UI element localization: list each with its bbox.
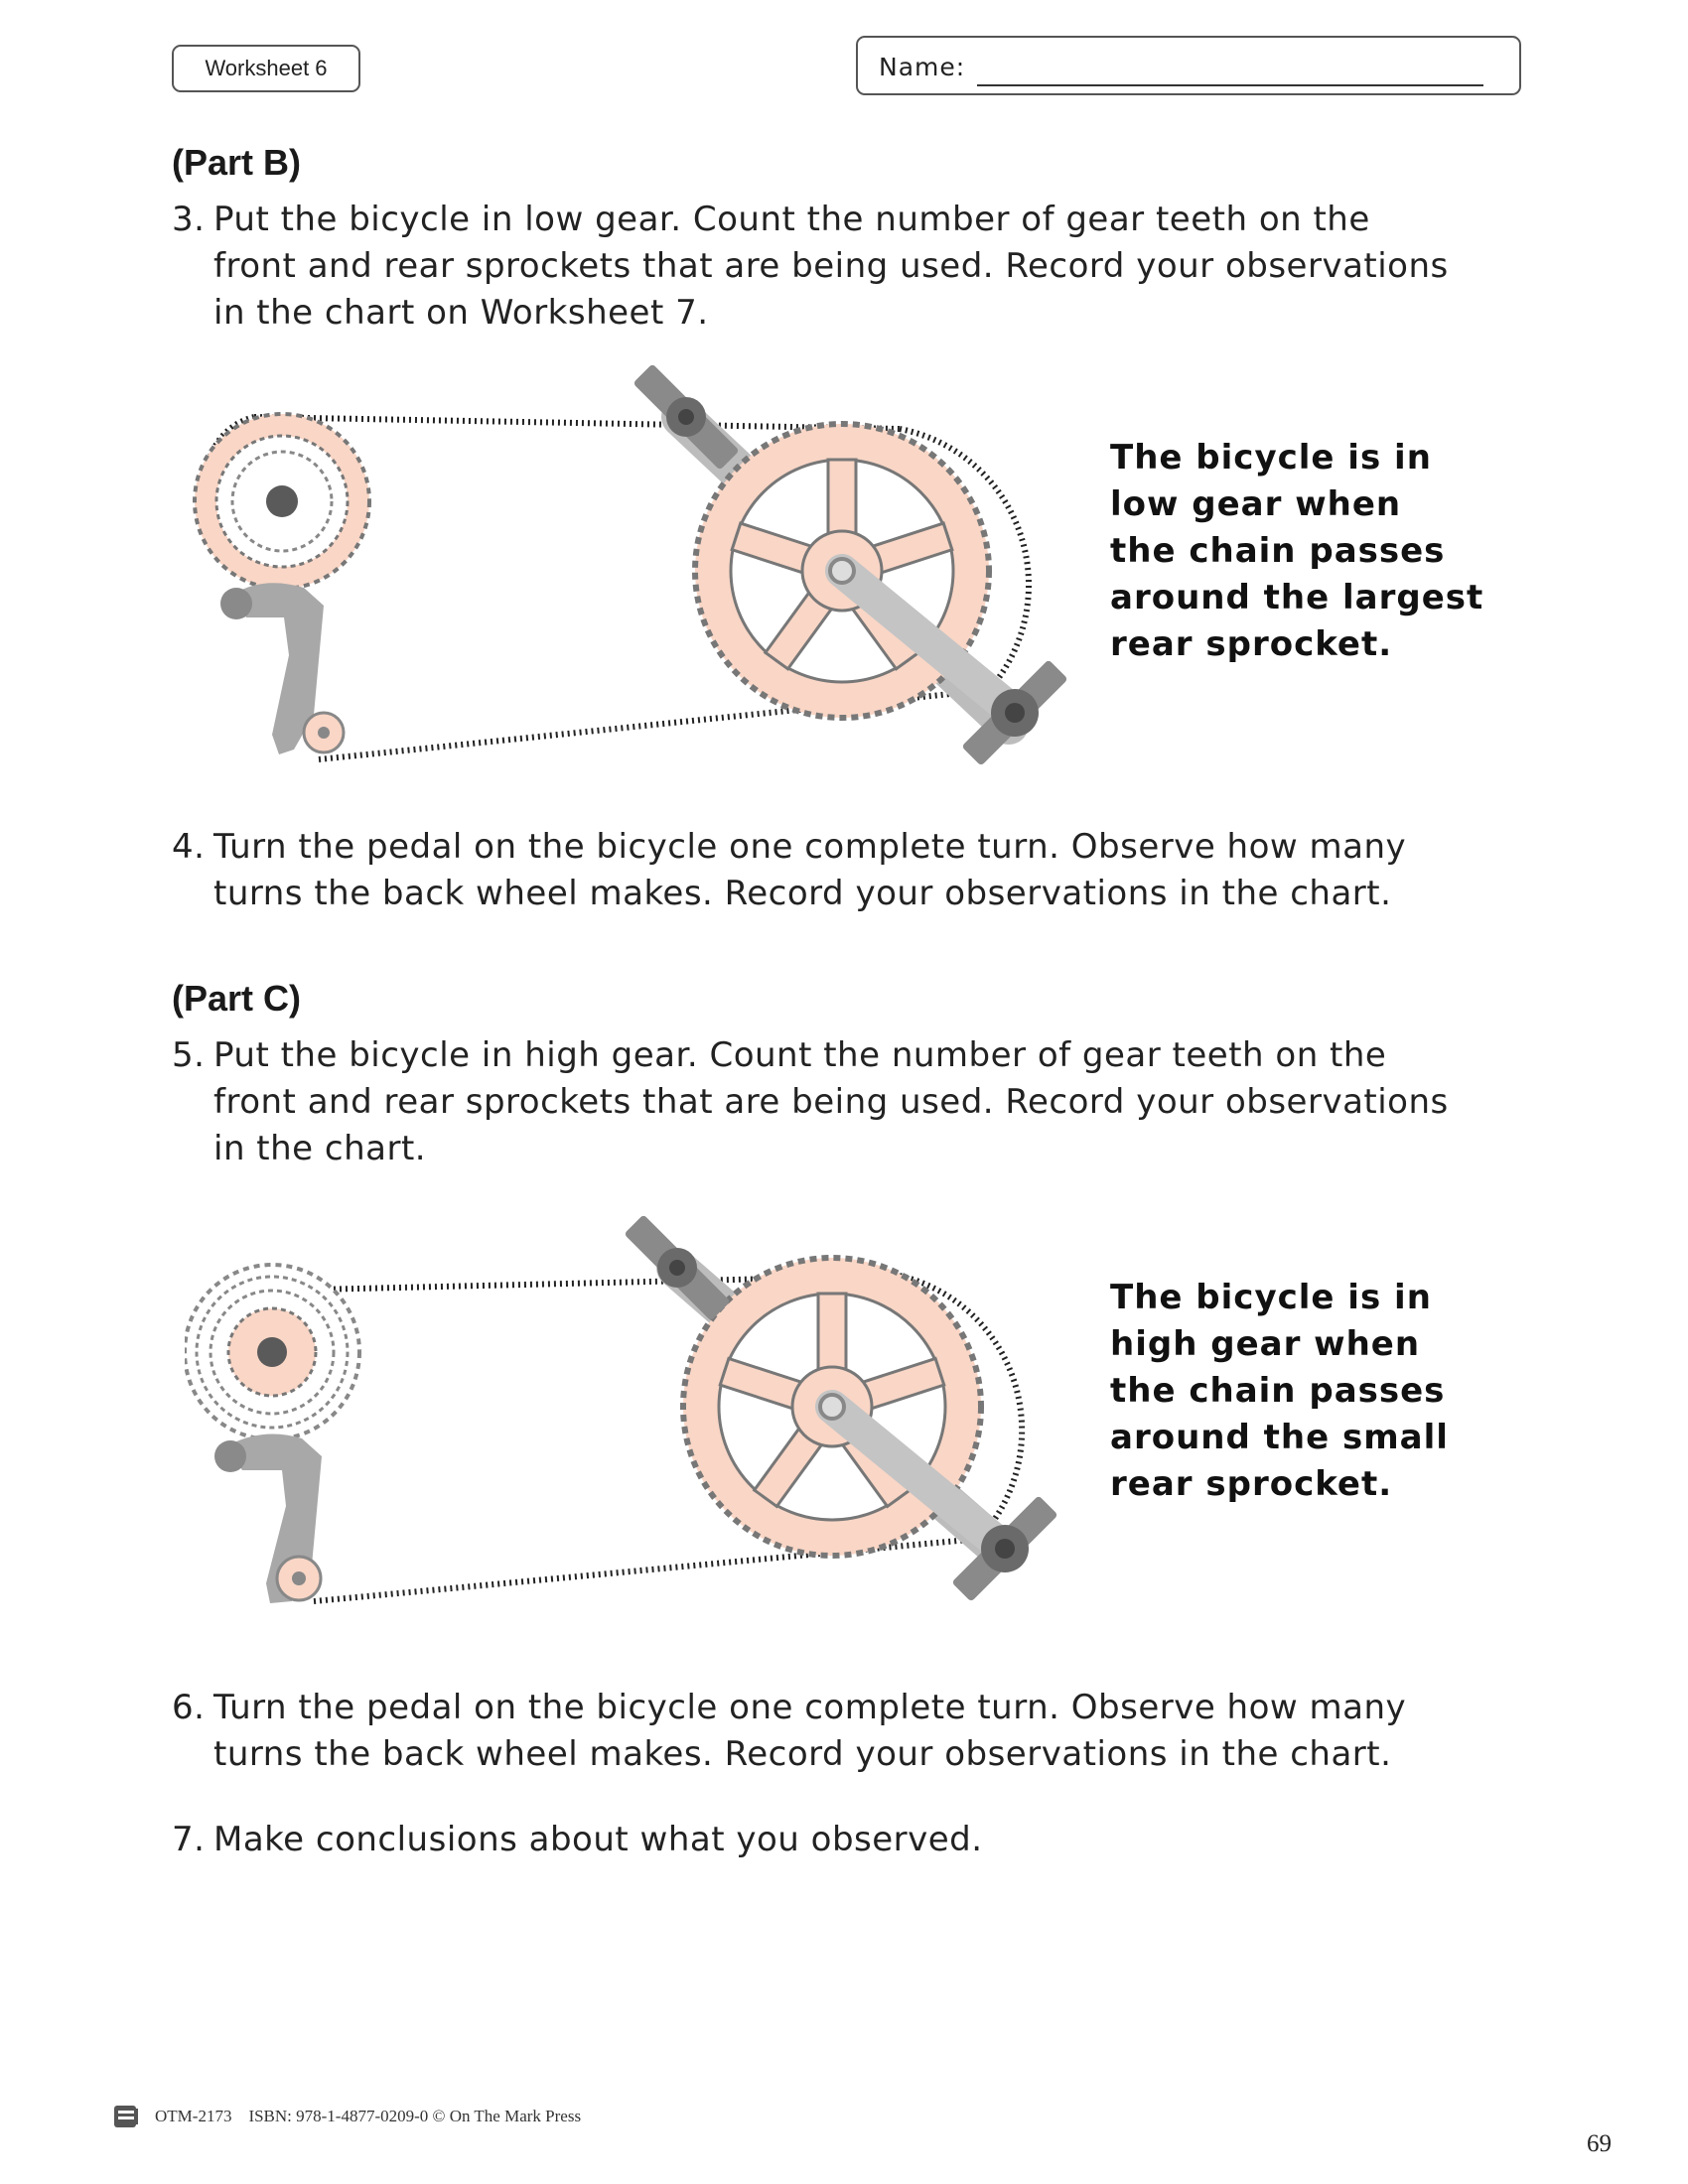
- crank-arm: [815, 1390, 1022, 1566]
- step-4-line-1: Turn the pedal on the bicycle one comple…: [213, 827, 1407, 867]
- page-number: 69: [1587, 2130, 1612, 2157]
- high-gear-note-line-3: the chain passes: [1110, 1371, 1446, 1411]
- step-4-line-2: turns the back wheel makes. Record your …: [213, 874, 1392, 913]
- chain-front-wrap: [899, 426, 1033, 692]
- high-gear-note-line-1: The bicycle is in: [1110, 1278, 1432, 1317]
- rear-sprocket: [193, 412, 371, 591]
- high-gear-note-line-4: around the small: [1110, 1418, 1449, 1457]
- step-3-number: 3.: [172, 200, 206, 239]
- high-gear-note: The bicycle is in high gear when the cha…: [1110, 1275, 1507, 1508]
- derailleur: [234, 583, 324, 754]
- footer-credit: OTM-2173 ISBN: 978-1-4877-0209-0 © On Th…: [155, 2107, 582, 2125]
- high-gear-illustration: [185, 1215, 1057, 1604]
- pedal-bottom: [962, 660, 1067, 765]
- step-4-number: 4.: [172, 827, 206, 867]
- step-7-number: 7.: [172, 1820, 206, 1859]
- step-7-line-1: Make conclusions about what you observed…: [213, 1820, 983, 1859]
- step-5-line-1: Put the bicycle in high gear. Count the …: [213, 1035, 1387, 1075]
- part-b-heading: (Part B): [172, 142, 302, 183]
- low-gear-note: The bicycle is in low gear when the chai…: [1110, 435, 1507, 668]
- step-7: 7.Make conclusions about what you observ…: [172, 1817, 1542, 1863]
- pedal-top: [625, 1215, 730, 1320]
- worksheet-label: Worksheet 6: [172, 45, 360, 92]
- step-5-line-2: front and rear sprockets that are being …: [213, 1082, 1449, 1122]
- step-5-line-3: in the chart.: [213, 1129, 427, 1168]
- footer: OTM-2173 ISBN: 978-1-4877-0209-0 © On Th…: [113, 2105, 581, 2128]
- pedal-top: [633, 364, 739, 470]
- low-gear-note-line-2: low gear when: [1110, 484, 1402, 524]
- publisher-logo-icon: [114, 2106, 138, 2127]
- low-gear-note-line-5: rear sprocket.: [1110, 624, 1393, 664]
- name-label: Name:: [879, 53, 966, 81]
- chain-front-wrap: [899, 1273, 1026, 1542]
- step-3-line-2: front and rear sprockets that are being …: [213, 246, 1449, 286]
- step-6-line-1: Turn the pedal on the bicycle one comple…: [213, 1688, 1407, 1727]
- low-gear-illustration: [193, 364, 1067, 765]
- step-5: 5.Put the bicycle in high gear. Count th…: [172, 1032, 1542, 1172]
- step-3: 3.Put the bicycle in low gear. Count the…: [172, 197, 1542, 337]
- rear-sprocket: [185, 1263, 361, 1441]
- part-c-heading: (Part C): [172, 978, 302, 1019]
- step-6-number: 6.: [172, 1688, 206, 1727]
- high-gear-note-line-5: rear sprocket.: [1110, 1464, 1393, 1504]
- low-gear-note-line-3: the chain passes: [1110, 531, 1446, 571]
- step-6: 6.Turn the pedal on the bicycle one comp…: [172, 1685, 1542, 1778]
- crank-arm: [825, 554, 1032, 730]
- pedal-bottom: [952, 1496, 1057, 1601]
- name-underline: [977, 84, 1483, 86]
- step-3-line-3: in the chart on Worksheet 7.: [213, 293, 709, 333]
- low-gear-note-line-4: around the largest: [1110, 578, 1484, 617]
- low-gear-note-line-1: The bicycle is in: [1110, 438, 1432, 478]
- name-field[interactable]: Name:: [856, 36, 1521, 95]
- step-6-line-2: turns the back wheel makes. Record your …: [213, 1734, 1392, 1774]
- step-5-number: 5.: [172, 1035, 206, 1075]
- chain-top: [253, 414, 901, 432]
- chain-bottom: [313, 1536, 980, 1604]
- step-3-line-1: Put the bicycle in low gear. Count the n…: [213, 200, 1370, 239]
- high-gear-note-line-2: high gear when: [1110, 1324, 1421, 1364]
- step-4: 4.Turn the pedal on the bicycle one comp…: [172, 824, 1542, 917]
